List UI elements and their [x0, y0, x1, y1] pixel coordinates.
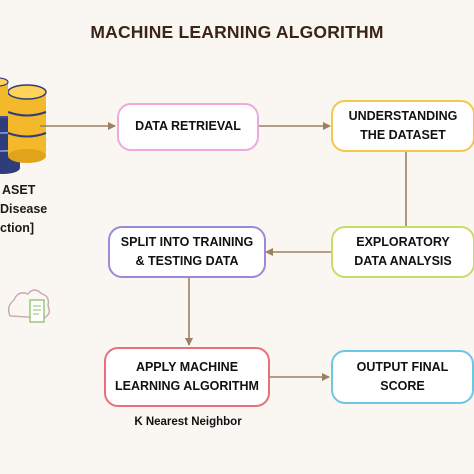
step-split-training-testing: SPLIT INTO TRAINING & TESTING DATA	[108, 226, 266, 278]
database-cylinder-small	[0, 77, 9, 116]
step-output-final-score: OUTPUT FINAL SCORE	[331, 350, 474, 404]
step-data-retrieval: DATA RETRIEVAL	[117, 103, 259, 151]
database-icon	[0, 77, 47, 174]
diagram-title: MACHINE LEARNING ALGORITHM	[90, 22, 384, 42]
dataset-label: ASET Disease ction]	[0, 181, 47, 237]
step-output-line-1: OUTPUT FINAL	[356, 359, 449, 374]
step-exploratory-data-analysis: EXPLORATORY DATA ANALYSIS	[331, 226, 474, 278]
step-eda-line-2: DATA ANALYSIS	[354, 254, 452, 268]
algorithm-name-label: K Nearest Neighbor	[134, 416, 242, 428]
step-split-line-1: SPLIT INTO TRAINING	[120, 234, 254, 249]
step-split-line-2: & TESTING DATA	[135, 254, 239, 268]
step-output-line-2: SCORE	[380, 379, 425, 393]
step-apply-line-2: LEARNING ALGORITHM	[115, 379, 259, 393]
step-data-retrieval-label: DATA RETRIEVAL	[135, 119, 241, 134]
step-apply-line-1: APPLY MACHINE	[135, 359, 239, 374]
step-eda-line-1: EXPLORATORY	[356, 234, 450, 249]
dataset-label-line-3: ction]	[0, 220, 35, 235]
step-understanding-line-1: UNDERSTANDING	[348, 108, 458, 123]
cloud-document-icon	[7, 289, 51, 323]
step-understanding-dataset: UNDERSTANDING THE DATASET	[331, 100, 474, 152]
step-understanding-line-2: THE DATASET	[360, 128, 446, 142]
database-cylinder-gold	[7, 84, 47, 163]
step-apply-ml-algorithm: APPLY MACHINE LEARNING ALGORITHM	[104, 347, 270, 407]
dataset-label-line-1: ASET	[2, 183, 36, 197]
dataset-label-line-2: Disease	[0, 201, 48, 216]
